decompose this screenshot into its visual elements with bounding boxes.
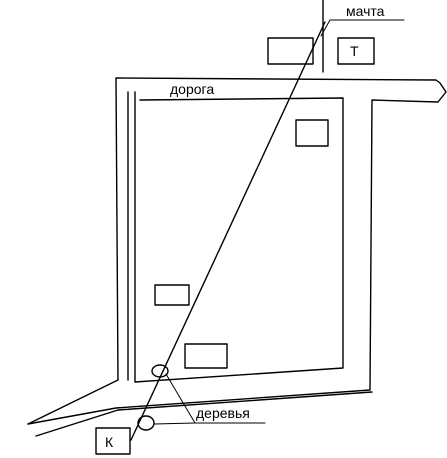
sight-line xyxy=(130,21,326,441)
tree-upper xyxy=(151,364,169,378)
trees-label: деревья xyxy=(196,405,250,421)
point-k-box xyxy=(95,427,131,455)
road-label: дорога xyxy=(170,81,214,97)
building-inner-left xyxy=(154,284,190,306)
building-top-left xyxy=(267,37,314,65)
trees-leader-lower xyxy=(153,422,196,425)
road-lower-left-outer xyxy=(27,379,119,425)
trees-leader-upper xyxy=(165,373,196,424)
mast-leader xyxy=(320,19,331,37)
building-inner-right xyxy=(295,119,329,147)
road-lower-left-inner xyxy=(35,409,119,437)
mast-label: мачта xyxy=(346,3,385,19)
label-t: Т xyxy=(350,43,359,59)
building-t xyxy=(337,37,375,65)
road-inner-edge xyxy=(134,91,344,383)
road-lower-bottom-edge xyxy=(117,391,373,411)
road-outer-edge xyxy=(27,77,447,425)
building-inner-bottom xyxy=(184,343,228,369)
label-k: К xyxy=(105,434,114,450)
tree-lower xyxy=(137,415,155,431)
